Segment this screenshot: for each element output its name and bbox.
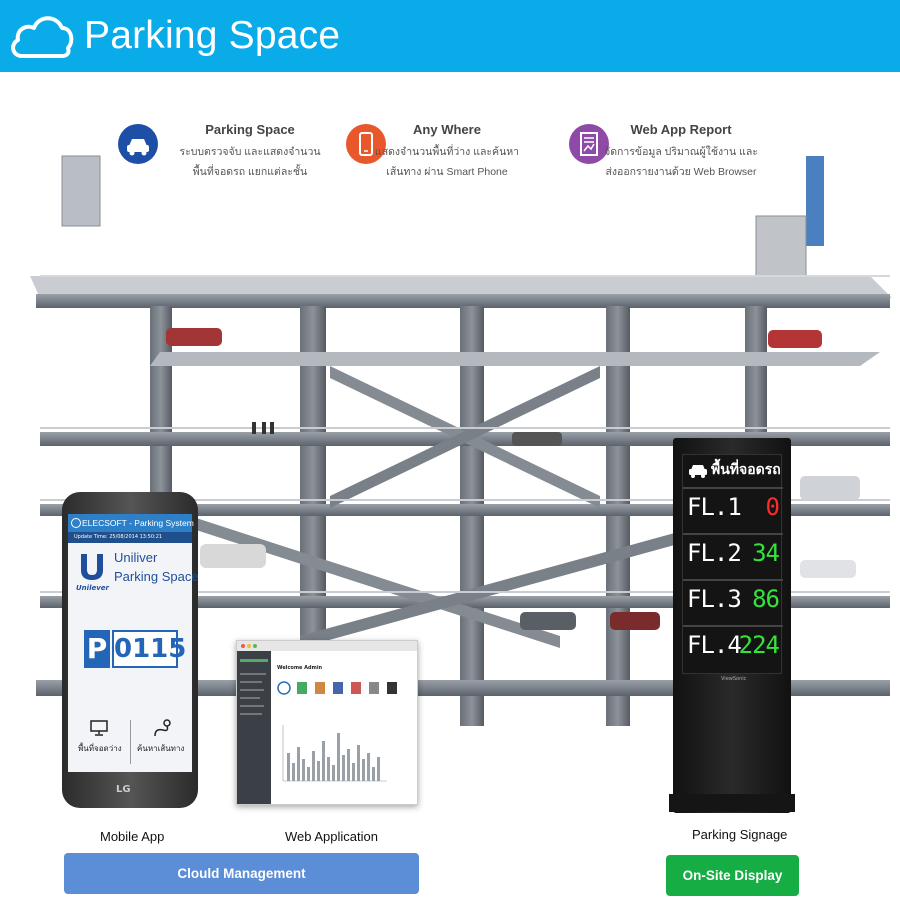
signage-row-fl2: FL.2 34 — [683, 533, 783, 571]
update-time: Update Time: 25/08/2014 13:50:21 — [68, 532, 192, 543]
car — [512, 432, 562, 446]
signage-row-fl4: FL.4 224 — [683, 625, 783, 663]
web-app-window: Welcome Admin — [236, 640, 418, 805]
feature-title: Any Where — [413, 122, 481, 137]
billboard — [806, 156, 824, 246]
parking-signage-kiosk: พื้นที่จอดรถ FL.1 0 FL.2 34 FL.3 86 FL.4… — [669, 438, 795, 813]
label-web-application: Web Application — [285, 829, 378, 844]
label-mobile-app: Mobile App — [100, 829, 165, 844]
feature-line: แสดงจำนวนพื้นที่ว่าง และค้นหา — [374, 146, 520, 158]
parking-letter: P — [84, 630, 110, 668]
phone-screen: ELECSOFT - Parking System Update Time: 2… — [68, 514, 199, 772]
nav-route-label: ค้นหาเส้นทาง — [137, 744, 185, 753]
unilever-logo-icon — [81, 554, 103, 580]
floor-label: FL.4 — [687, 631, 742, 659]
signage-brand: ViewSonic — [721, 676, 747, 682]
floor-free-count: 0 — [765, 493, 780, 521]
feature-line: เส้นทาง ผ่าน Smart Phone — [386, 166, 508, 178]
floor-free-count: 224 — [738, 631, 780, 659]
car-icon — [689, 465, 707, 478]
feature-description: ระบบตรวจจับ และแสดงจำนวน พื้นที่จอดรถ แย… — [160, 142, 340, 182]
web-app-tiles — [277, 681, 397, 695]
on-site-display-button[interactable]: On-Site Display — [666, 855, 799, 896]
feature-title: Parking Space — [205, 122, 295, 137]
car — [166, 328, 222, 346]
nav-route-button[interactable]: ค้นหาเส้นทาง — [131, 712, 192, 772]
signage-heading: พื้นที่จอดรถ — [711, 462, 781, 478]
floor-label: FL.2 — [687, 539, 742, 567]
parking-number: 0115 — [112, 630, 186, 668]
cloud-management-button[interactable]: Clould Management — [64, 853, 419, 894]
floor-free-count: 34 — [752, 539, 780, 567]
app-bar: ELECSOFT - Parking System — [68, 514, 194, 532]
nav-free-space-button[interactable]: พื้นที่จอดว่าง — [68, 712, 130, 772]
nav-free-space-label: พื้นที่จอดว่าง — [78, 744, 122, 753]
feature-any-where: Any Where แสดงจำนวนพื้นที่ว่าง และค้นหา … — [346, 120, 566, 190]
signage-row-fl1: FL.1 0 — [683, 487, 783, 525]
feature-description: จัดการข้อมูล ปริมาณผู้ใช้งาน และ ส่งออกร… — [593, 142, 769, 182]
feature-line: พื้นที่จอดรถ แยกแต่ละชั้น — [192, 166, 308, 178]
brand-line-2: Parking Space — [114, 569, 199, 584]
floor-free-count: 86 — [752, 585, 780, 613]
app-logo-icon — [71, 518, 81, 528]
feature-parking-space: Parking Space ระบบตรวจจับ และแสดงจำนวน พ… — [118, 120, 338, 190]
brand-word: Unilever — [76, 584, 109, 592]
smartphone-icon — [346, 124, 386, 164]
floor-label: FL.1 — [687, 493, 742, 521]
route-icon — [154, 719, 171, 737]
signage-row-fl3: FL.3 86 — [683, 579, 783, 617]
web-bar-chart-icon — [282, 725, 387, 782]
car — [768, 330, 822, 348]
feature-line: ส่งออกรายงานด้วย Web Browser — [605, 166, 757, 178]
web-sidebar — [237, 651, 271, 804]
floor-label: FL.3 — [687, 585, 742, 613]
header-bar: Parking Space — [0, 0, 900, 72]
feature-line: จัดการข้อมูล ปริมาณผู้ใช้งาน และ — [604, 146, 758, 158]
signage-base — [669, 794, 795, 812]
car — [800, 560, 856, 578]
car — [610, 612, 660, 630]
feature-web-app-report: Web App Report จัดการข้อมูล ปริมาณผู้ใช้… — [569, 120, 789, 190]
web-header — [271, 651, 417, 663]
car-icon — [118, 124, 158, 164]
monitor-icon — [90, 720, 108, 736]
page-title: Parking Space — [84, 14, 341, 57]
car — [200, 544, 266, 568]
brand-line-1: Uniliver — [114, 550, 158, 565]
browser-bar — [237, 641, 417, 651]
label-parking-signage: Parking Signage — [692, 827, 788, 842]
nav-divider — [130, 720, 131, 764]
feature-line: ระบบตรวจจับ และแสดงจำนวน — [179, 146, 321, 158]
phone-nav: พื้นที่จอดว่าง ค้นหาเส้นทาง — [68, 712, 192, 772]
roof-slab — [36, 294, 890, 308]
cloud-icon — [11, 16, 74, 58]
welcome-text: Welcome Admin — [277, 665, 323, 671]
report-icon — [569, 124, 609, 164]
feature-title: Web App Report — [630, 122, 732, 137]
car — [520, 612, 576, 630]
mobile-phone: ELECSOFT - Parking System Update Time: 2… — [62, 492, 199, 808]
car — [800, 476, 860, 500]
feature-description: แสดงจำนวนพื้นที่ว่าง และค้นหา เส้นทาง ผ่… — [362, 142, 532, 182]
device-brand: LG — [116, 784, 131, 795]
signage-screen: พื้นที่จอดรถ FL.1 0 FL.2 34 FL.3 86 FL.4… — [682, 454, 783, 674]
app-title: ELECSOFT - Parking System — [82, 518, 194, 528]
billboard — [61, 155, 101, 227]
